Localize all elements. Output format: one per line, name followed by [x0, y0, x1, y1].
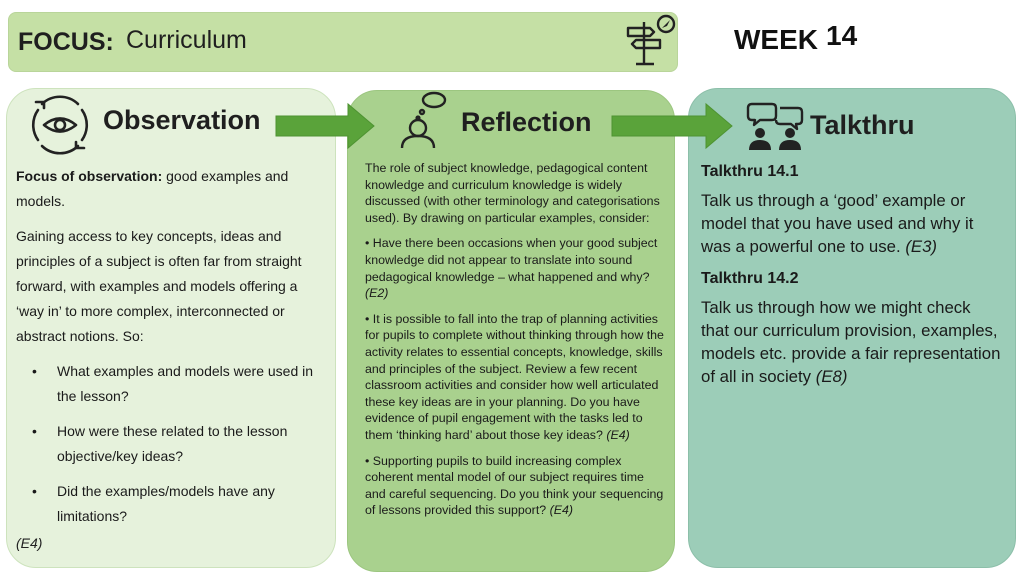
week-label: WEEK [734, 24, 818, 55]
talkthru-item-1-heading: Talkthru 14.1 [701, 163, 799, 180]
observation-questions: What examples and models were used in th… [16, 359, 328, 529]
observation-eye-icon [31, 95, 89, 155]
list-item: Did the examples/models have any limitat… [16, 479, 328, 529]
observation-paragraph: Gaining access to key concepts, ideas an… [16, 228, 302, 344]
focus-label: FOCUS: [18, 28, 114, 56]
reflection-point-1: • Have there been occasions when your go… [365, 236, 658, 301]
thinking-head-icon [400, 91, 447, 149]
talkthru-panel [688, 88, 1016, 568]
reflection-body: The role of subject knowledge, pedagogic… [365, 160, 665, 528]
talkthru-body: Talkthru 14.1 Talk us through a ‘good’ e… [701, 163, 1001, 400]
reflection-point-3: • Supporting pupils to build increasing … [365, 453, 664, 518]
focus-banner [8, 12, 678, 72]
reflection-title: Reflection [461, 107, 592, 137]
list-item: How were these related to the lesson obj… [16, 419, 328, 469]
focus-value: Curriculum [126, 26, 247, 54]
observation-title: Observation [103, 105, 261, 135]
right-arrow-icon [611, 102, 733, 150]
observation-code: (E4) [16, 535, 43, 551]
reflection-panel [347, 90, 675, 572]
list-item: What examples and models were used in th… [16, 359, 328, 409]
reflection-point-2: • It is possible to fall into the trap o… [365, 311, 664, 442]
observation-focus: Focus of observation: good examples and … [16, 168, 289, 209]
talkthru-title: Talkthru [810, 110, 915, 140]
week-number: 14 [826, 20, 858, 51]
observation-body: Focus of observation: good examples and … [16, 164, 328, 539]
reflection-intro: The role of subject knowledge, pedagogic… [365, 161, 660, 225]
signpost-icon [626, 14, 676, 66]
conversation-icon [746, 102, 804, 150]
talkthru-item-1-text: Talk us through a ‘good’ example or mode… [701, 191, 974, 256]
talkthru-item-2-text: Talk us through how we might check that … [701, 298, 1001, 386]
right-arrow-icon [275, 102, 375, 150]
talkthru-item-2-heading: Talkthru 14.2 [701, 270, 799, 287]
